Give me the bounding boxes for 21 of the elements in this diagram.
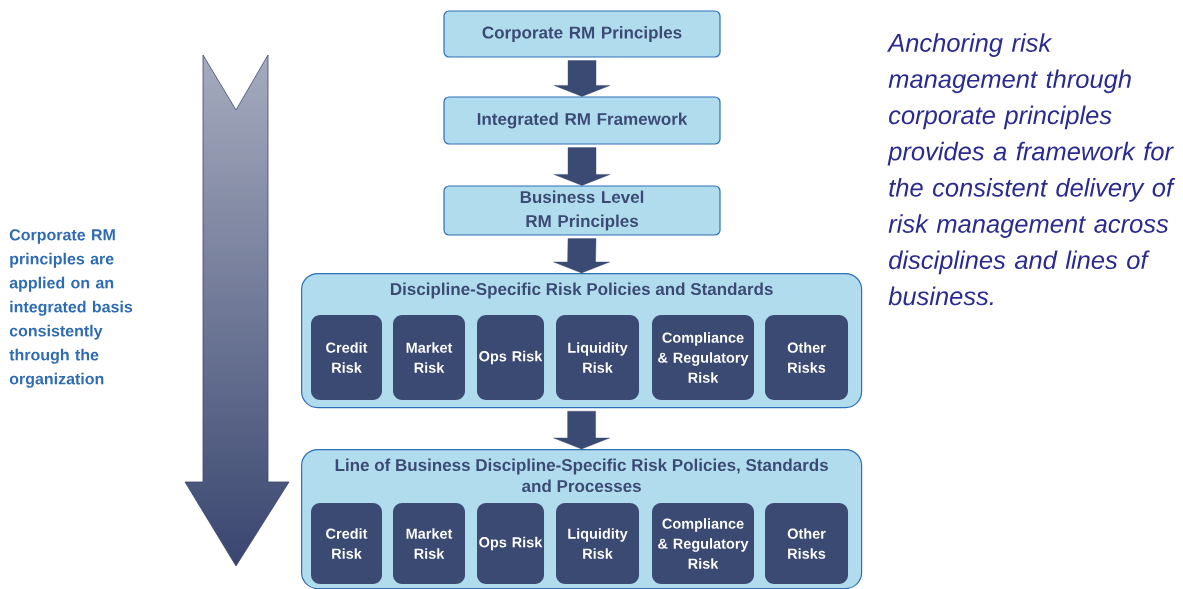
risk-box: Compliance & Regulatory Risk (652, 315, 754, 400)
risk-box: Other Risks (765, 503, 848, 584)
summary-text: Anchoring risk management through corporate principles provides a framework for the consistent delivery of risk management across disciplines and lines of business. (886, 33, 1176, 306)
process-box: Corporate RM Principles (443, 10, 721, 58)
process-box: Business Level RM Principles (443, 185, 721, 236)
risk-box: Credit Risk (311, 503, 382, 584)
risk-box: Market Risk (393, 315, 465, 400)
risk-box: Ops Risk (477, 503, 544, 584)
risk-box: Market Risk (393, 503, 465, 584)
side-note: Corporate RM principles are applied on an integrated basis consistently through the organization (9, 229, 133, 388)
block-arrow (553, 411, 610, 450)
risk-box: Other Risks (765, 315, 848, 400)
block-arrow (553, 238, 610, 274)
risk-box: Liquidity Risk (556, 503, 639, 584)
block-arrow (553, 60, 611, 97)
block-arrow (553, 147, 611, 186)
risk-box: Liquidity Risk (556, 315, 639, 400)
risk-box: Ops Risk (477, 315, 544, 400)
risk-box: Compliance & Regulatory Risk (652, 503, 754, 584)
process-box: Integrated RM Framework (443, 96, 721, 145)
risk-box: Credit Risk (311, 315, 382, 400)
